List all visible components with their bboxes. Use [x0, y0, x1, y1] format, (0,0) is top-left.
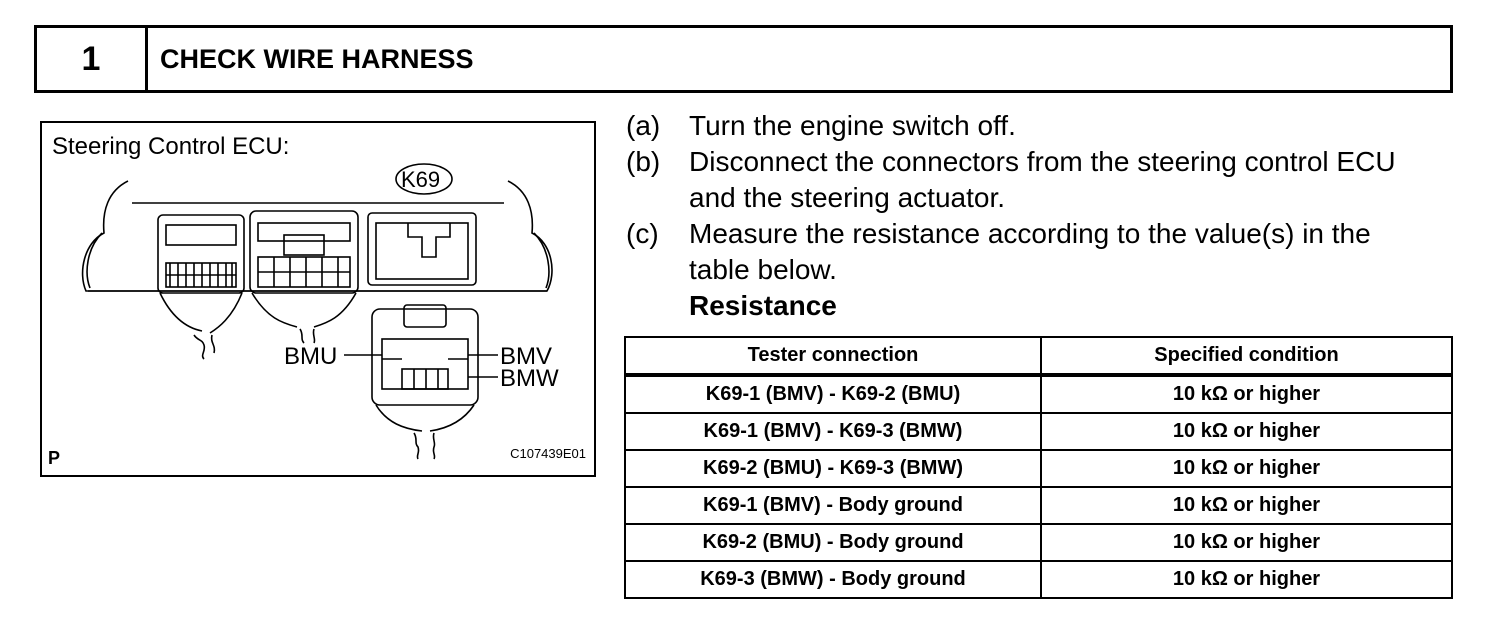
step-text: Disconnect the connectors from the steer…: [689, 146, 1396, 213]
specified-condition-cell: 10 kΩ or higher: [1040, 449, 1453, 488]
specified-condition-cell: 10 kΩ or higher: [1040, 486, 1453, 525]
ecu-drawing: [81, 163, 553, 460]
pin-label-bmu: BMU: [284, 343, 338, 370]
step-text: Turn the engine switch off.: [689, 110, 1016, 141]
tester-connection-cell: K69-2 (BMU) - Body ground: [624, 523, 1042, 562]
tester-connection-cell: K69-1 (BMV) - K69-2 (BMU): [624, 374, 1042, 414]
step-letter: (b): [626, 146, 661, 177]
step-letter: (c): [626, 218, 659, 249]
resistance-heading: Resistance: [689, 290, 837, 321]
tester-connection-cell: K69-2 (BMU) - K69-3 (BMW): [624, 449, 1042, 488]
column-header: Tester connection: [624, 336, 1042, 377]
table-row: K69-2 (BMU) - K69-3 (BMW) 10 kΩ or highe…: [624, 449, 1453, 488]
step-letter: (a): [626, 110, 661, 141]
pin-label-bmv: BMV: [500, 343, 553, 370]
specified-condition-cell: 10 kΩ or higher: [1040, 523, 1453, 562]
tester-connection-cell: K69-1 (BMV) - K69-3 (BMW): [624, 412, 1042, 451]
figure-caption: Steering Control ECU:: [52, 133, 290, 160]
table-row: K69-2 (BMU) - Body ground 10 kΩ or highe…: [624, 523, 1453, 562]
step-b: (b) Disconnect the connectors from the s…: [626, 144, 1456, 216]
specified-condition-cell: 10 kΩ or higher: [1040, 374, 1453, 414]
table-row: K69-1 (BMV) - K69-3 (BMW) 10 kΩ or highe…: [624, 412, 1453, 451]
k69-label: K69: [401, 167, 441, 192]
table-row: K69-1 (BMV) - K69-2 (BMU) 10 kΩ or highe…: [624, 374, 1453, 414]
step-title: CHECK WIRE HARNESS: [160, 43, 474, 74]
step-number: 1: [37, 28, 148, 90]
table-row: K69-3 (BMW) - Body ground 10 kΩ or highe…: [624, 560, 1453, 599]
tester-connection-cell: K69-3 (BMW) - Body ground: [624, 560, 1042, 599]
tester-connection-cell: K69-1 (BMV) - Body ground: [624, 486, 1042, 525]
table-header-row: Tester connection Specified condition: [624, 336, 1453, 377]
column-header: Specified condition: [1040, 336, 1453, 377]
connector-illustration: Steering Control ECU: K69 BMU BMV BMW P …: [40, 121, 596, 477]
step-header: 1 CHECK WIRE HARNESS: [34, 25, 1453, 93]
specified-condition-cell: 10 kΩ or higher: [1040, 560, 1453, 599]
specified-condition-cell: 10 kΩ or higher: [1040, 412, 1453, 451]
step-text: Measure the resistance according to the …: [689, 218, 1371, 285]
table-row: K69-1 (BMV) - Body ground 10 kΩ or highe…: [624, 486, 1453, 525]
resistance-table: Tester connection Specified condition K6…: [624, 336, 1453, 599]
figure-code: C107439E01: [510, 446, 586, 461]
instruction-steps: (a) Turn the engine switch off. (b) Disc…: [626, 108, 1456, 324]
step-a: (a) Turn the engine switch off.: [626, 108, 1456, 144]
pin-label-bmw: BMW: [500, 365, 559, 392]
figure-corner-letter: P: [48, 448, 61, 468]
step-c: (c) Measure the resistance according to …: [626, 216, 1456, 288]
